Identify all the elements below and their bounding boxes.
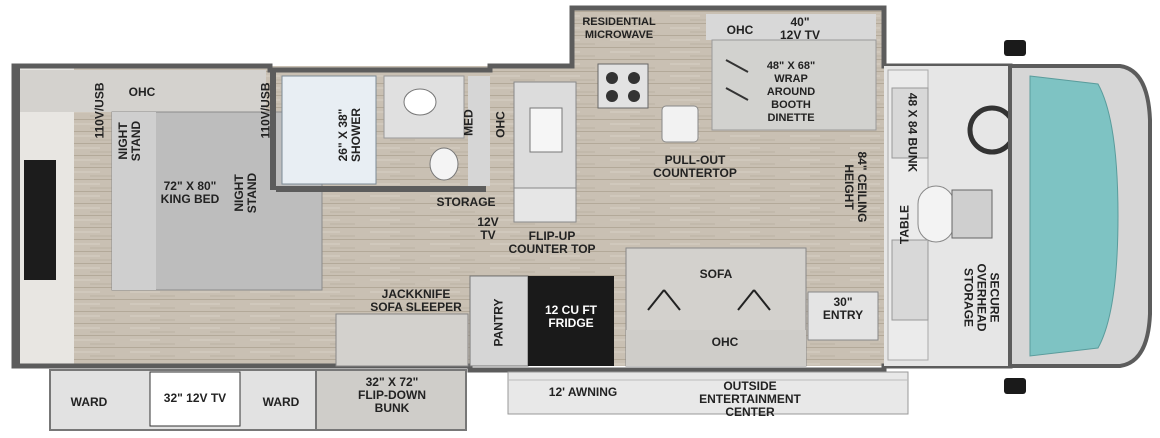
- bath-med-cabinet: [468, 76, 490, 186]
- pantry: [469, 275, 529, 367]
- bath-wall: [270, 70, 276, 190]
- kitchen-sink: [529, 107, 563, 153]
- cab-seat-top: [891, 87, 929, 159]
- label-ward-right: WARD: [262, 395, 300, 409]
- label-ohc-kitchen: OHC: [726, 23, 754, 37]
- toilet: [429, 147, 459, 181]
- label-king-bed: 72" X 80"KING BED: [160, 179, 220, 206]
- label-entry-30: 30"ENTRY: [822, 295, 864, 322]
- pull-out-stool: [661, 105, 699, 143]
- label-shower: 26" X 38"SHOWER: [336, 108, 363, 162]
- stove: [597, 63, 649, 109]
- bath-wall-bottom: [276, 186, 486, 192]
- flip-up-counter: [513, 187, 577, 223]
- shower-stall: [281, 75, 377, 185]
- label-ohc-sofa: OHC: [711, 335, 739, 349]
- label-ward-left: WARD: [70, 395, 108, 409]
- cab-seat-bottom: [891, 239, 929, 321]
- dinette-ohc: [706, 14, 876, 40]
- cab-table: [917, 185, 955, 243]
- label-usb-left: 110V/USB: [92, 82, 107, 139]
- windshield: [1029, 75, 1119, 357]
- mirror-top: [1004, 40, 1026, 56]
- bed-pillows: [112, 112, 156, 290]
- label-storage: STORAGE: [436, 195, 496, 209]
- label-pantry: PANTRY: [491, 298, 506, 347]
- label-awning: 12' AWNING: [548, 385, 618, 399]
- label-ohc-bedroom: OHC: [128, 85, 156, 99]
- bedroom-ohc: [20, 70, 266, 112]
- label-tv-32: 32" 12V TV: [163, 391, 227, 405]
- sofa-ohc: [626, 330, 806, 366]
- awning: [507, 371, 909, 415]
- fridge: [528, 276, 614, 366]
- jackknife-sofa: [335, 313, 469, 367]
- mirror-bottom: [1004, 378, 1026, 394]
- label-tv-40: 40"12V TV: [779, 15, 821, 42]
- label-sofa: SOFA: [699, 267, 733, 281]
- label-ohc-bath: OHC: [493, 111, 508, 138]
- label-med: MED: [461, 109, 476, 136]
- passenger-seat: [951, 189, 993, 239]
- label-usb-right: 110V/USB: [258, 82, 273, 139]
- entry-step: [807, 291, 879, 341]
- tv-32-panel: [149, 371, 241, 427]
- flip-down-bunk: [315, 369, 467, 431]
- label-bunk-48x84: 48 X 84 BUNK: [905, 92, 920, 173]
- dinette-booth: [711, 39, 877, 131]
- bath-sink: [403, 88, 437, 116]
- rear-wall: [14, 66, 20, 366]
- label-table: TABLE: [897, 204, 912, 245]
- rear-tv: [24, 160, 56, 280]
